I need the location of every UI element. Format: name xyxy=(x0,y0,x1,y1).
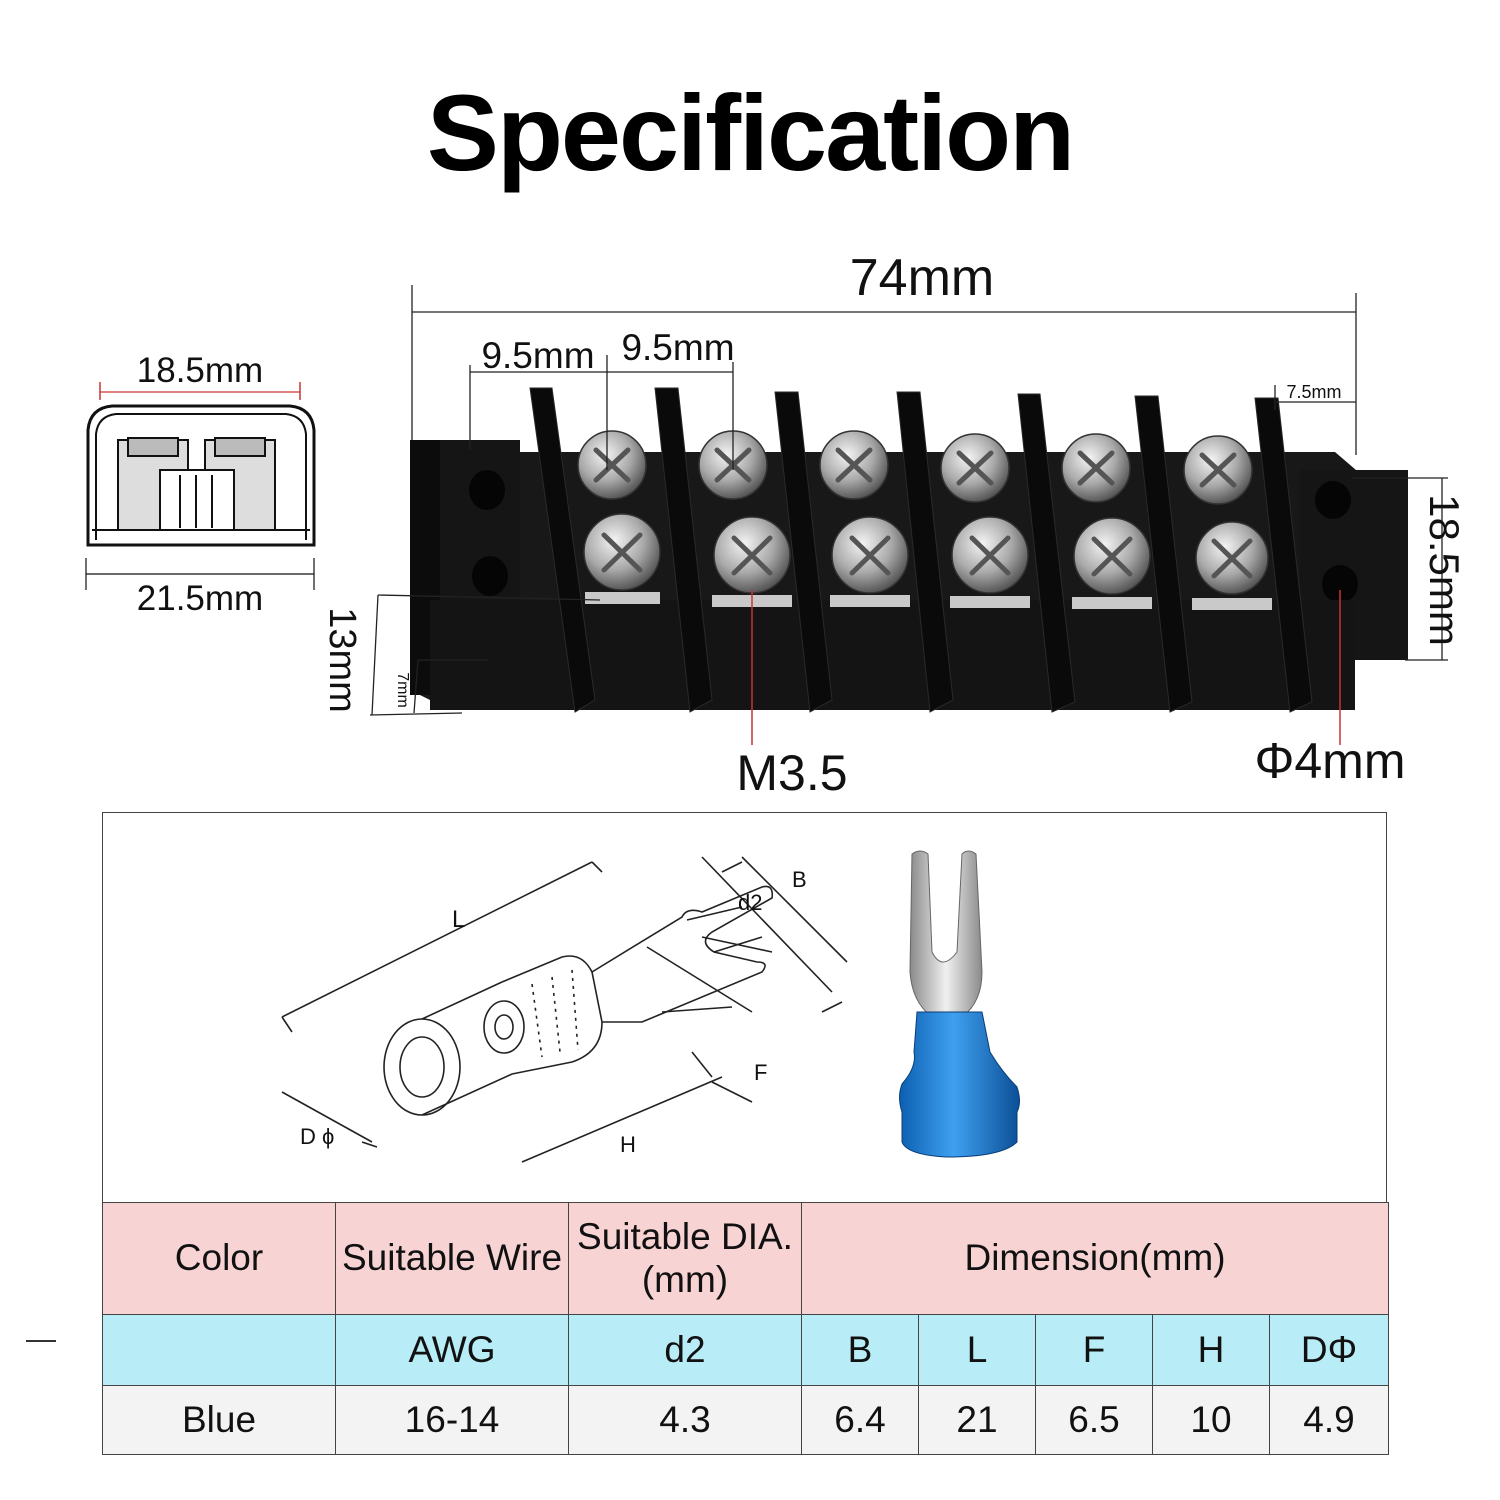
dim-base-height: 7mm xyxy=(394,672,411,708)
table-cell: 16-14 xyxy=(335,1385,569,1455)
table-cell: 6.5 xyxy=(1035,1385,1153,1455)
header-dia: Suitable DIA.(mm) xyxy=(568,1202,802,1315)
header-color: Color xyxy=(102,1202,336,1315)
dim-pitch-1: 9.5mm xyxy=(481,335,594,376)
table-cell: 4.9 xyxy=(1268,1385,1390,1455)
subheader-cell: B xyxy=(801,1314,919,1386)
table-cell: 6.4 xyxy=(801,1385,919,1455)
dim-pitch-2: 9.5mm xyxy=(621,327,734,368)
dim-hole-diameter: Φ4mm xyxy=(1254,733,1405,789)
dim-total-length: 74mm xyxy=(850,249,994,307)
table-cell: 21 xyxy=(918,1385,1036,1455)
page-title: Specification xyxy=(426,72,1075,193)
cross-section-view xyxy=(85,382,316,590)
table-row: Blue 16-14 4.3 6.4 21 6.5 10 4.9 xyxy=(102,1385,1390,1455)
dim-screw-size: M3.5 xyxy=(736,745,847,801)
fork-terminal-photo xyxy=(899,850,1020,1158)
dim-height-left: 13mm xyxy=(321,607,363,713)
barriers xyxy=(529,387,1313,713)
dim-end-margin: 7.5mm xyxy=(1286,382,1341,402)
subheader-cell: AWG xyxy=(335,1314,569,1386)
terminal-block-drawing: 74mm 9.5mm 9.5mm 7.5mm 18.5mm 13mm 7mm M… xyxy=(85,249,1468,801)
screw-heads xyxy=(577,430,1272,610)
subheader-cell: d2 xyxy=(568,1314,802,1386)
dim-section-bottom: 21.5mm xyxy=(137,579,263,618)
subheader-cell: DΦ xyxy=(1268,1314,1390,1386)
label-d2: d2 xyxy=(738,890,762,915)
subheader-cell: F xyxy=(1035,1314,1153,1386)
table-cell: 4.3 xyxy=(568,1385,802,1455)
table-subheader-row: AWG d2 B L F H DΦ xyxy=(102,1314,1390,1386)
dim-height-right: 18.5mm xyxy=(1421,494,1468,646)
dimension-lines xyxy=(369,285,1448,716)
subheader-cell xyxy=(102,1314,336,1386)
header-dimension: Dimension(mm) xyxy=(800,1202,1390,1315)
label-l: L xyxy=(452,906,465,933)
table-header-row: Color Suitable Wire Suitable DIA.(mm) Di… xyxy=(102,1202,1390,1315)
label-d-phi: D ϕ xyxy=(300,1124,334,1149)
header-wire: Suitable Wire xyxy=(335,1202,569,1315)
fork-terminal-drawing: L B d2 F H D ϕ xyxy=(281,850,1020,1163)
label-f: F xyxy=(754,1060,767,1085)
dim-section-top: 18.5mm xyxy=(137,351,263,390)
label-b: B xyxy=(792,867,807,892)
spec-table: Color Suitable Wire Suitable DIA.(mm) Di… xyxy=(102,1202,1390,1455)
side-mark xyxy=(26,1340,56,1342)
subheader-cell: L xyxy=(918,1314,1036,1386)
table-cell: Blue xyxy=(102,1385,336,1455)
label-h: H xyxy=(620,1132,636,1157)
subheader-cell: H xyxy=(1152,1314,1270,1386)
table-cell: 10 xyxy=(1152,1385,1270,1455)
